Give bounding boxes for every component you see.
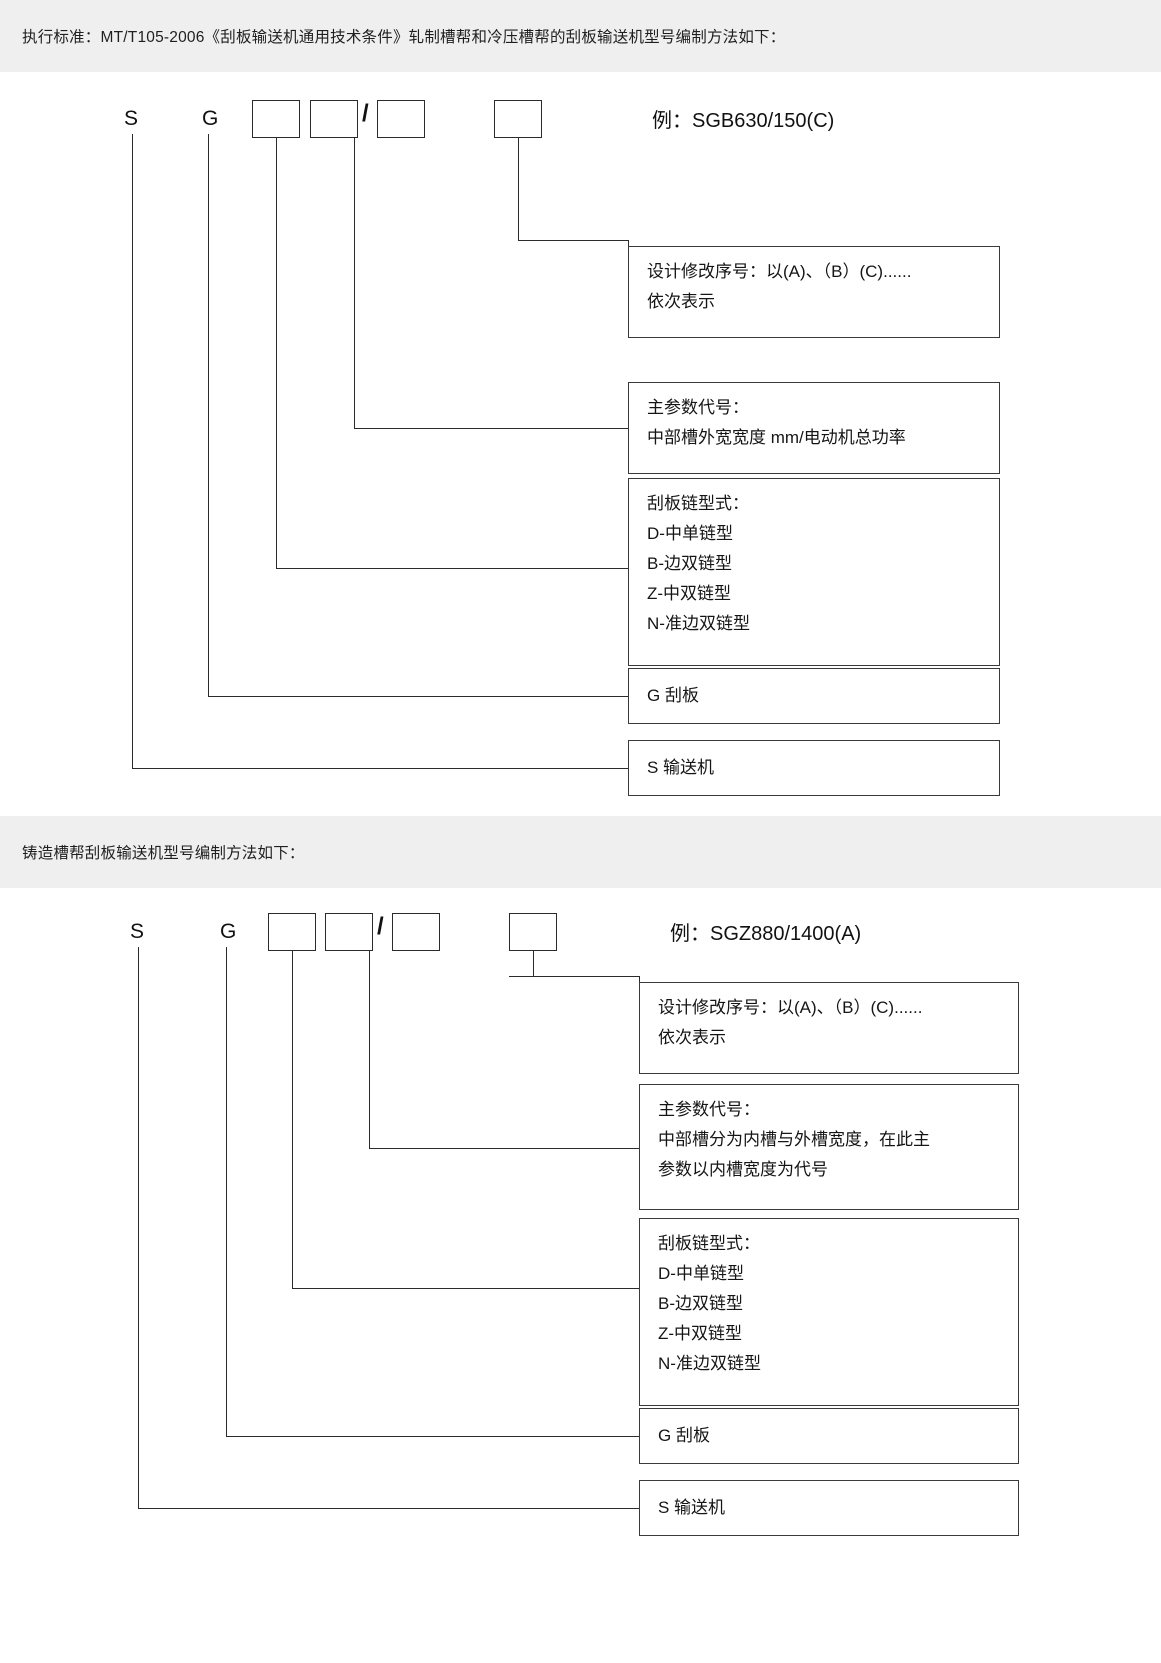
code-slot-trough-width xyxy=(325,913,373,951)
explain-line: 刮板链型式： xyxy=(647,494,749,513)
leader-revision-vertical xyxy=(518,138,520,240)
code-slash: / xyxy=(377,913,384,940)
leader-g-vertical xyxy=(226,947,228,1436)
leader-revision-horizontal-top xyxy=(518,240,628,242)
leader-chaintype-vertical xyxy=(292,951,294,1288)
explain-line: S 输送机 xyxy=(658,1498,726,1517)
explain-line: 刮板链型式： xyxy=(658,1234,760,1253)
explain-box-s-conveyor: S 输送机 xyxy=(639,1480,1019,1536)
section-rolled-trough: 执行标准：MT/T105-2006《刮板输送机通用技术条件》轧制槽帮和冷压槽帮的… xyxy=(0,0,1161,800)
code-slot-power xyxy=(377,100,425,138)
explain-box-design-revision: 设计修改序号：以(A)、（B）(C)...... 依次表示 xyxy=(628,246,1000,338)
code-slot-trough-width xyxy=(310,100,358,138)
code-slot-chain-type xyxy=(268,913,316,951)
leader-chaintype-horizontal xyxy=(276,568,628,570)
explain-box-main-parameter: 主参数代号： 中部槽外宽宽度 mm/电动机总功率 xyxy=(628,382,1000,474)
leader-g-horizontal xyxy=(208,696,628,698)
explain-line: 中部槽外宽宽度 mm/电动机总功率 xyxy=(647,428,906,447)
explain-box-s-conveyor: S 输送机 xyxy=(628,740,1000,796)
explain-line: 设计修改序号：以(A)、（B）(C)...... xyxy=(658,998,923,1017)
leader-g-vertical xyxy=(208,134,210,696)
code-letter-g: G xyxy=(202,107,219,130)
explain-box-g-scraper: G 刮板 xyxy=(628,668,1000,724)
explain-box-design-revision: 设计修改序号：以(A)、（B）(C)...... 依次表示 xyxy=(639,982,1019,1074)
leader-mainparam-horizontal xyxy=(369,1148,639,1150)
explain-line: 设计修改序号：以(A)、（B）(C)...... xyxy=(647,262,912,281)
leader-mainparam-vertical xyxy=(369,951,371,1148)
explain-line: N-准边双链型 xyxy=(658,1354,761,1373)
leader-s-horizontal xyxy=(138,1508,639,1510)
leader-s-horizontal xyxy=(132,768,628,770)
leader-s-vertical xyxy=(138,947,140,1508)
section-1-header-text: 执行标准：MT/T105-2006《刮板输送机通用技术条件》轧制槽帮和冷压槽帮的… xyxy=(22,29,786,46)
explain-line: 参数以内槽宽度为代号 xyxy=(658,1160,828,1179)
explain-box-chain-type: 刮板链型式： D-中单链型 B-边双链型 Z-中双链型 N-准边双链型 xyxy=(639,1218,1019,1406)
code-example: 例：SGZ880/1400(A) xyxy=(670,923,862,945)
code-letter-s: S xyxy=(124,107,139,130)
explain-line: B-边双链型 xyxy=(647,554,732,573)
explain-line: B-边双链型 xyxy=(658,1294,743,1313)
explain-box-chain-type: 刮板链型式： D-中单链型 B-边双链型 Z-中双链型 N-准边双链型 xyxy=(628,478,1000,666)
section-2-header-text: 铸造槽帮刮板输送机型号编制方法如下： xyxy=(22,845,305,862)
code-slot-revision xyxy=(509,913,557,951)
section-2-bottom-spacer xyxy=(0,1598,1161,1626)
explain-line: S 输送机 xyxy=(647,758,715,777)
code-slot-chain-type xyxy=(252,100,300,138)
code-example: 例：SGB630/150(C) xyxy=(652,110,835,132)
section-1-header-band: 执行标准：MT/T105-2006《刮板输送机通用技术条件》轧制槽帮和冷压槽帮的… xyxy=(0,0,1161,72)
explain-line: D-中单链型 xyxy=(647,524,733,543)
leader-s-vertical xyxy=(132,134,134,768)
explain-box-g-scraper: G 刮板 xyxy=(639,1408,1019,1464)
section-2-diagram: S G / 例：SGZ880/1400(A) 设计修改序号：以(A)、（B）(C… xyxy=(72,888,1161,1598)
code-letter-g: G xyxy=(220,920,237,943)
leader-mainparam-vertical xyxy=(354,138,356,428)
explain-line: 中部槽分为内槽与外槽宽度，在此主 xyxy=(658,1130,930,1149)
leader-revision-vertical xyxy=(533,951,535,976)
explain-line: Z-中双链型 xyxy=(658,1324,743,1343)
leader-mainparam-horizontal xyxy=(354,428,628,430)
explain-line: 依次表示 xyxy=(647,292,715,311)
explain-line: G 刮板 xyxy=(658,1426,710,1445)
section-1-diagram: S G / 例：SGB630/150(C) 设计修改序号：以(A)、（B）(C)… xyxy=(72,72,1161,796)
section-divider-gap xyxy=(0,800,1161,816)
leader-chaintype-horizontal xyxy=(292,1288,639,1290)
code-slot-power xyxy=(392,913,440,951)
section-cast-trough: 铸造槽帮刮板输送机型号编制方法如下： S G / 例：SGZ880/1400(A… xyxy=(0,816,1161,1626)
explain-line: 依次表示 xyxy=(658,1028,726,1047)
code-slot-revision xyxy=(494,100,542,138)
explain-line: 主参数代号： xyxy=(647,398,749,417)
section-2-header-band: 铸造槽帮刮板输送机型号编制方法如下： xyxy=(0,816,1161,888)
explain-line: Z-中双链型 xyxy=(647,584,732,603)
leader-revision-horizontal-top xyxy=(509,976,639,978)
explain-line: N-准边双链型 xyxy=(647,614,750,633)
explain-line: 主参数代号： xyxy=(658,1100,760,1119)
code-slash: / xyxy=(362,100,369,127)
explain-line: G 刮板 xyxy=(647,686,699,705)
explain-line: D-中单链型 xyxy=(658,1264,744,1283)
leader-chaintype-vertical xyxy=(276,138,278,568)
leader-g-horizontal xyxy=(226,1436,639,1438)
explain-box-main-parameter: 主参数代号： 中部槽分为内槽与外槽宽度，在此主 参数以内槽宽度为代号 xyxy=(639,1084,1019,1210)
code-letter-s: S xyxy=(130,920,145,943)
page-root: 执行标准：MT/T105-2006《刮板输送机通用技术条件》轧制槽帮和冷压槽帮的… xyxy=(0,0,1161,1626)
